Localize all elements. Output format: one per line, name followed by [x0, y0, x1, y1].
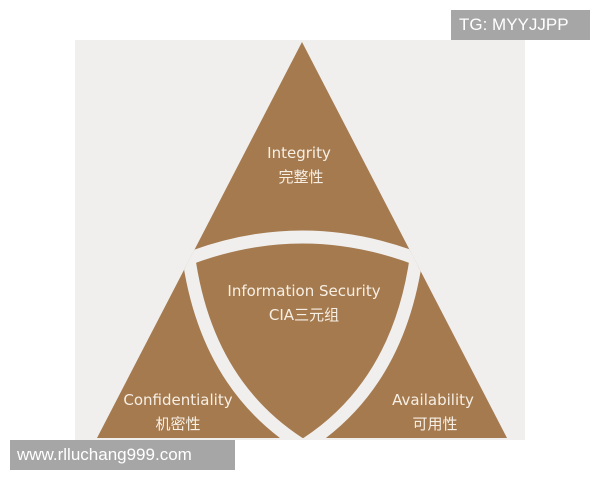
integrity-label: Integrity	[267, 144, 331, 162]
confidentiality-label: Confidentiality	[123, 391, 232, 409]
separator-left-arc	[181, 245, 310, 438]
availability-label-cn: 可用性	[412, 415, 457, 433]
cia-triad-label-cn: CIA三元组	[269, 306, 339, 324]
availability-label: Availability	[392, 391, 474, 409]
separator-right-arc	[296, 245, 424, 438]
watermark-telegram: TG: MYYJJPP	[451, 10, 590, 40]
integrity-label-cn: 完整性	[278, 168, 323, 186]
information-security-label: Information Security	[227, 282, 380, 300]
watermark-url: www.rlluchang999.com	[10, 440, 235, 470]
separator-top-arc	[173, 230, 432, 269]
confidentiality-label-cn: 机密性	[155, 415, 200, 433]
